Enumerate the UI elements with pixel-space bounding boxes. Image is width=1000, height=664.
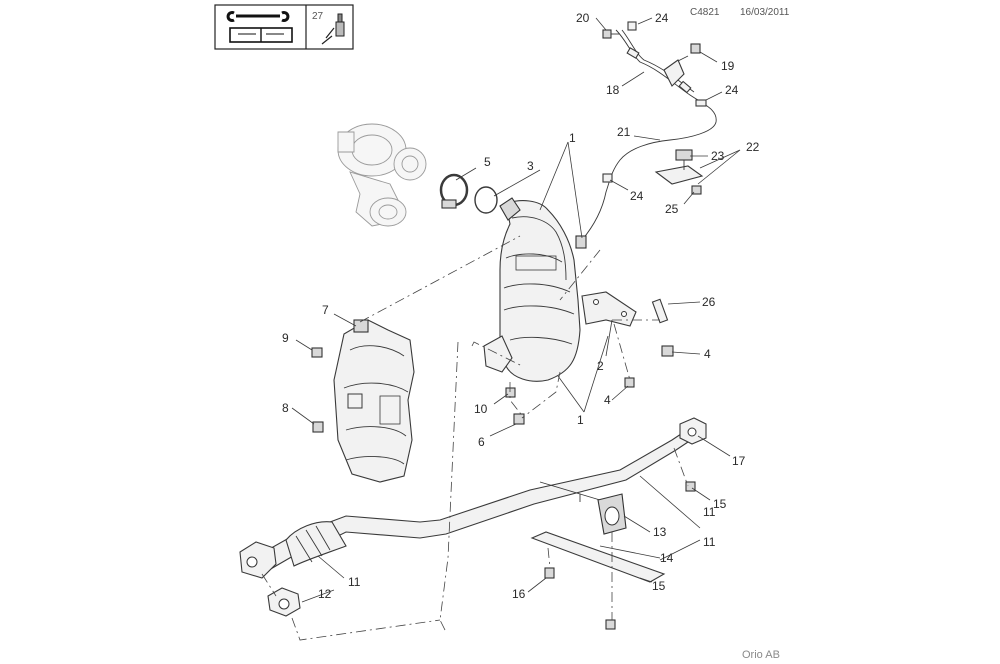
nut-9 (311, 347, 323, 358)
callout-labels: 20 24 19 18 24 21 22 23 24 25 1 5 3 26 7… (282, 11, 760, 601)
callout-23: 23 (711, 149, 725, 163)
sensor-bracket (654, 149, 704, 185)
callout-2: 2 (597, 359, 604, 373)
sensor-cable (575, 21, 717, 249)
nut-15-lower (605, 619, 616, 630)
gasket-3 (474, 186, 498, 214)
rubber-mount-13 (597, 493, 627, 535)
catalytic-converter (483, 197, 637, 382)
callout-5: 5 (484, 155, 491, 169)
bolt-10 (505, 387, 516, 398)
stud-26 (651, 298, 669, 324)
callout-1: 1 (577, 413, 584, 427)
clip-24-top (627, 21, 637, 31)
callout-10: 10 (474, 402, 488, 416)
callout-25: 25 (665, 202, 679, 216)
callout-4: 4 (704, 347, 711, 361)
clip-24-lower (602, 173, 613, 183)
nut-4-upper (661, 345, 674, 357)
callout-15: 15 (713, 497, 727, 511)
callout-17: 17 (732, 454, 746, 468)
exhaust-sensor (575, 235, 587, 249)
callout-24: 24 (725, 83, 739, 97)
sensor-tool-icon (321, 13, 345, 45)
tool-legend: 27 (214, 4, 354, 50)
leader-lines (291, 17, 741, 603)
callout-26: 26 (702, 295, 716, 309)
clamp-5 (439, 173, 469, 209)
callout-9: 9 (282, 331, 289, 345)
callout-11: 11 (348, 575, 361, 589)
callout-6: 6 (478, 435, 485, 449)
drawing-code: C4821 (690, 7, 720, 18)
drawing-date: 16/03/2011 (740, 7, 790, 18)
callout-24: 24 (655, 11, 669, 25)
callout-20: 20 (576, 11, 590, 25)
callout-21: 21 (617, 125, 631, 139)
bolt-16 (544, 567, 555, 579)
callout-13: 13 (653, 525, 667, 539)
callout-12: 12 (318, 587, 332, 601)
turbocharger (337, 123, 427, 227)
bolt-20 (602, 29, 620, 39)
callout-19: 19 (721, 59, 735, 73)
callout-1: 1 (569, 131, 576, 145)
callout-14: 14 (660, 551, 674, 565)
tool-number: 27 (312, 11, 324, 22)
callout-15: 15 (652, 579, 666, 593)
callout-3: 3 (527, 159, 534, 173)
bolt-6 (513, 413, 525, 425)
callout-8: 8 (282, 401, 289, 415)
callout-4: 4 (604, 393, 611, 407)
callout-18: 18 (606, 83, 620, 97)
bolt-25 (691, 185, 702, 195)
brand-label: Orio AB (742, 649, 780, 661)
bracket-14 (530, 531, 666, 583)
callout-11: 11 (703, 535, 716, 549)
callout-24: 24 (630, 189, 644, 203)
wrench-book-icon (226, 11, 293, 43)
callout-22: 22 (746, 140, 760, 154)
front-exhaust-pipe (239, 417, 707, 579)
callout-7: 7 (322, 303, 329, 317)
callout-11: 11 (703, 505, 716, 519)
heat-shield (333, 319, 415, 483)
assembly-lines (261, 235, 689, 641)
callout-16: 16 (512, 587, 526, 601)
nut-4-lower (624, 377, 635, 388)
bolt-19 (675, 43, 701, 63)
nut-15 (685, 481, 696, 492)
bolt-8 (312, 421, 324, 433)
